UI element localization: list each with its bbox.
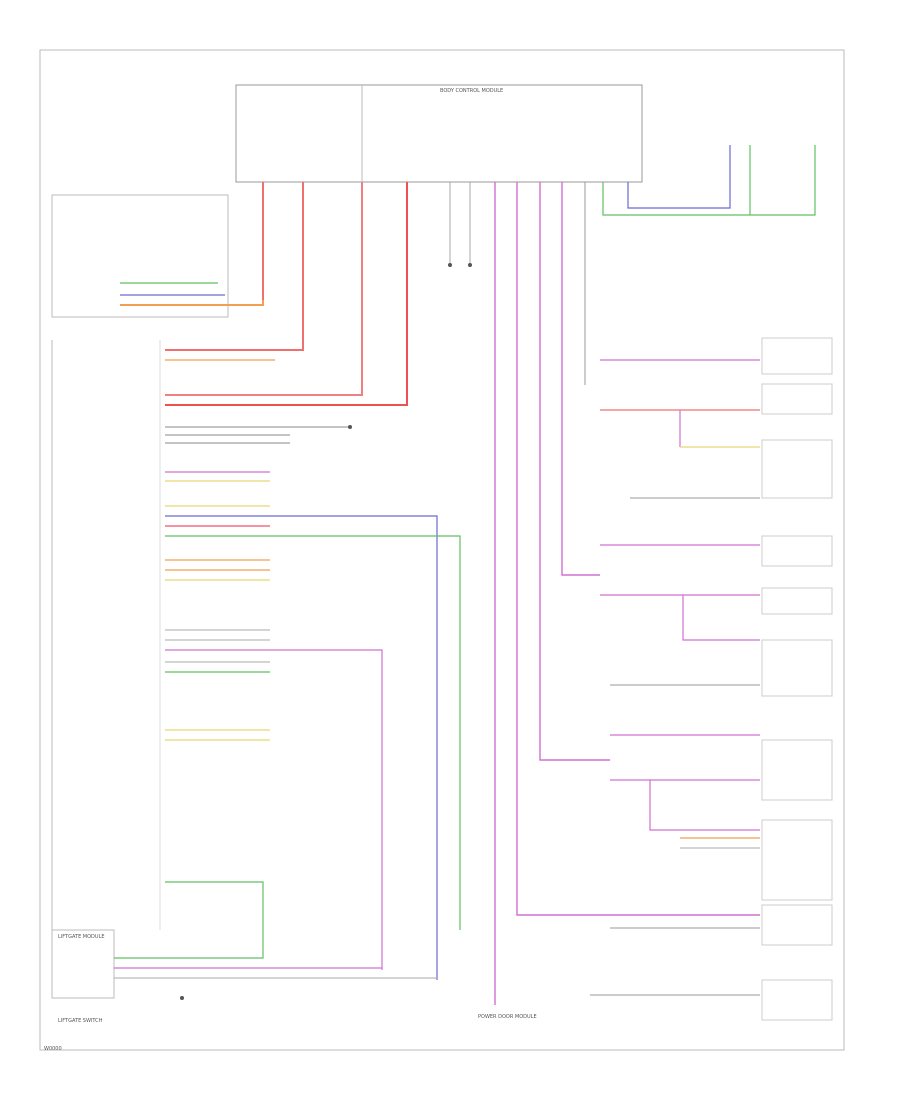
wire-violet-vertical-2 [516,182,760,916]
wire-green-right [602,145,816,216]
right-module-3 [761,439,833,499]
wire-green-run-1 [165,535,461,930]
wire-blue-run-1 [165,515,438,980]
right-module-5 [761,587,833,615]
diagram-frame [39,49,845,1051]
right-module-8 [761,819,833,901]
right-module-6 [761,639,833,697]
ground-symbol-4 [468,263,472,267]
right-module-10 [761,979,833,1021]
right-module-9 [761,904,833,946]
wire-blue-right [627,145,731,209]
wire-orange-feed [120,300,264,306]
ground-symbol-1 [348,425,352,429]
left-top-module-box [51,194,229,318]
wire-violet-vertical-4 [561,182,600,576]
liftgate-module-box [51,929,115,999]
right-module-1 [761,337,833,375]
wire-violet-right-7 [649,780,760,831]
ground-symbol-2 [180,996,184,1000]
right-module-4 [761,535,833,567]
liftgate-module-label: LIFTGATE MODULE [58,934,105,940]
wire-red-feed-3 [165,182,408,406]
right-module-7 [761,739,833,801]
wire-violet-right-4 [682,595,760,641]
wire-red-feed-2 [165,182,363,396]
wire-violet-vertical-3 [539,182,610,761]
liftgate-switch-label: LIFTGATE SWITCH [58,1018,103,1024]
wire-green-run-3 [114,881,264,959]
footer-code: W0000 [44,1046,62,1052]
ground-symbol-3 [448,263,452,267]
top-module-label: BODY CONTROL MODULE [440,88,503,94]
top-module-box [235,84,643,183]
right-module-2 [761,383,833,415]
wire-red-feed-1 [165,182,304,351]
wire-violet-run-2 [165,649,383,970]
bottom-center-label: POWER DOOR MODULE [478,1014,537,1020]
